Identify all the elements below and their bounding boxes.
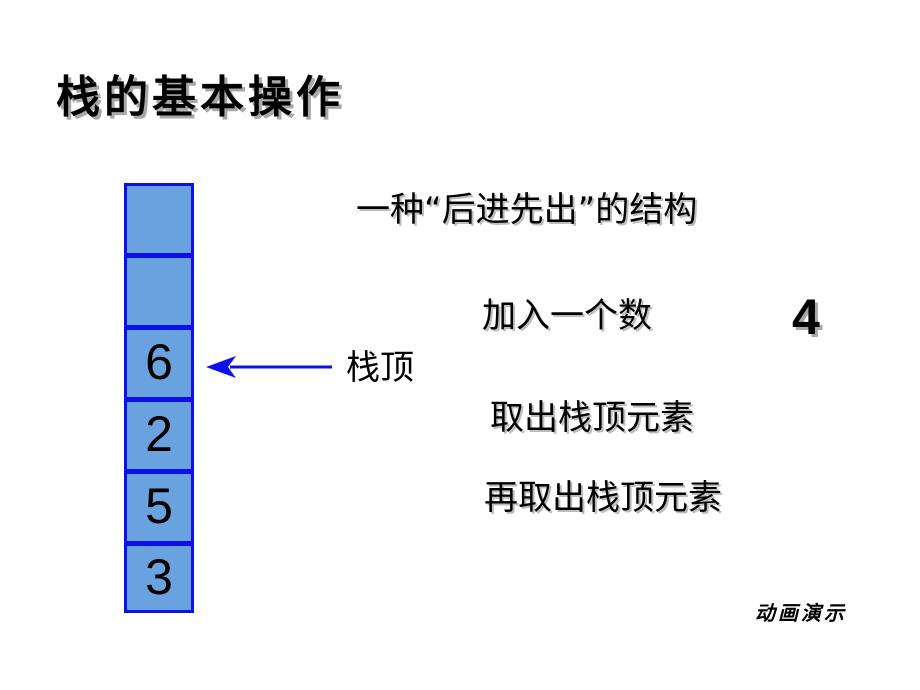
stack-cell-top-element: 6	[124, 327, 194, 400]
pop-again-operation-label: 再取出栈顶元素	[484, 478, 722, 518]
lifo-description: 一种“后进先出”的结构	[356, 190, 698, 230]
stack-cell-empty-second	[124, 255, 194, 328]
stack-top-label: 栈顶	[346, 348, 414, 388]
stack-cell-bottom-element: 3	[124, 543, 194, 613]
pop-operation-label: 取出栈顶元素	[490, 398, 694, 438]
animation-demo-button[interactable]: 动画演示	[755, 601, 847, 625]
stack-cell-element: 2	[124, 399, 194, 472]
push-operation-label: 加入一个数	[482, 296, 652, 336]
stack-diagram: 6 2 5 3	[124, 183, 194, 613]
stack-cell-empty-top	[124, 183, 194, 256]
push-value: 4	[792, 289, 820, 345]
stack-cell-element: 5	[124, 471, 194, 544]
page-title: 栈的基本操作	[56, 72, 344, 123]
stack-top-arrow	[206, 356, 332, 378]
